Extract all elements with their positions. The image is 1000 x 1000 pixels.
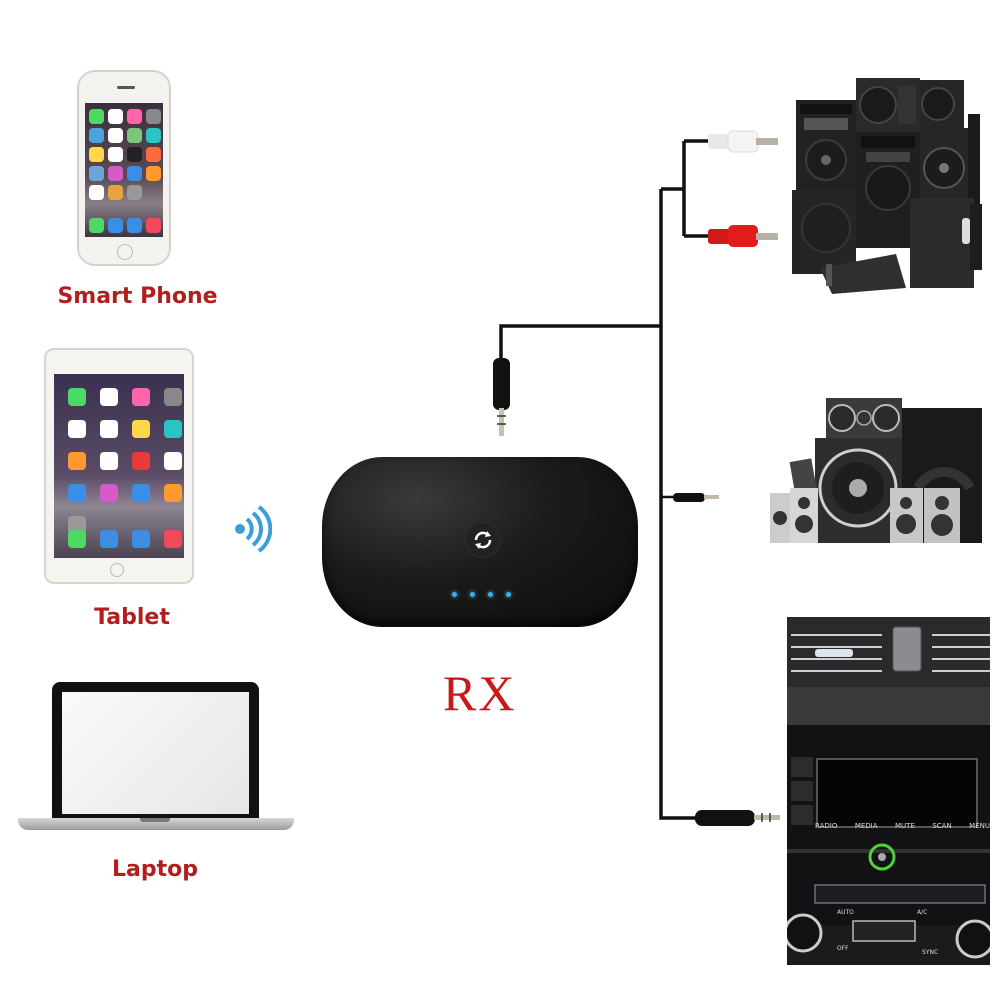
car-stereo-image: RADIO MEDIA MUTE SCAN MENU AUTO A/C OFF …: [783, 617, 995, 965]
car-button-scan[interactable]: SCAN: [932, 822, 952, 830]
climate-sync[interactable]: SYNC: [922, 949, 939, 956]
car-button-mute[interactable]: MUTE: [895, 822, 915, 830]
home-speaker-3.5mm-plug: [673, 493, 705, 502]
tablet-dock: [68, 530, 182, 548]
climate-auto[interactable]: AUTO: [837, 909, 854, 916]
rx-input-cable: [499, 324, 660, 360]
status-led: [506, 592, 511, 597]
receiver-label: RX: [443, 665, 517, 721]
car-3.5mm-plug: [695, 810, 755, 826]
car-radio-buttons: RADIO MEDIA MUTE SCAN MENU: [815, 822, 990, 830]
bluetooth-wireless-icon: [235, 505, 272, 553]
status-led: [470, 592, 475, 597]
laptop-screen: [62, 692, 249, 814]
rca-red-plug: [708, 225, 778, 247]
rca-white-plug: [708, 130, 778, 153]
laptop-label: Laptop: [112, 857, 198, 882]
laptop-notch: [140, 818, 170, 822]
tablet-app-grid: [68, 388, 182, 534]
rx-3.5mm-tip: [499, 408, 504, 436]
climate-ac[interactable]: A/C: [917, 909, 928, 916]
pair-button[interactable]: [465, 522, 501, 558]
rca-split-cable: [661, 139, 710, 238]
main-trunk-cable: [659, 189, 700, 820]
phone-dock: [89, 218, 161, 233]
car-button-menu[interactable]: MENU: [969, 822, 990, 830]
sync-icon: [474, 531, 492, 549]
phone-home-button: [117, 244, 133, 260]
tablet-screen: [54, 374, 184, 558]
car-button-radio[interactable]: RADIO: [815, 822, 838, 830]
rx-3.5mm-plug: [493, 358, 510, 410]
status-led: [488, 592, 493, 597]
smartphone-label: Smart Phone: [57, 284, 218, 309]
car-button-media[interactable]: MEDIA: [854, 822, 878, 830]
aux-port-highlight: [868, 843, 896, 871]
status-led: [452, 592, 457, 597]
laptop-base: [18, 818, 294, 830]
tablet-home-button: [110, 563, 124, 577]
phone-screen: [85, 103, 163, 237]
pa-speakers-image: [792, 78, 982, 294]
smartphone-image: [77, 70, 171, 266]
climate-off[interactable]: OFF: [837, 945, 849, 952]
car-dashboard: [783, 617, 995, 959]
tablet-image: [44, 348, 194, 584]
phone-speaker: [117, 86, 135, 89]
tablet-label: Tablet: [94, 605, 170, 630]
home-theater-speakers-image: [770, 398, 982, 543]
phone-app-grid: [89, 109, 161, 200]
